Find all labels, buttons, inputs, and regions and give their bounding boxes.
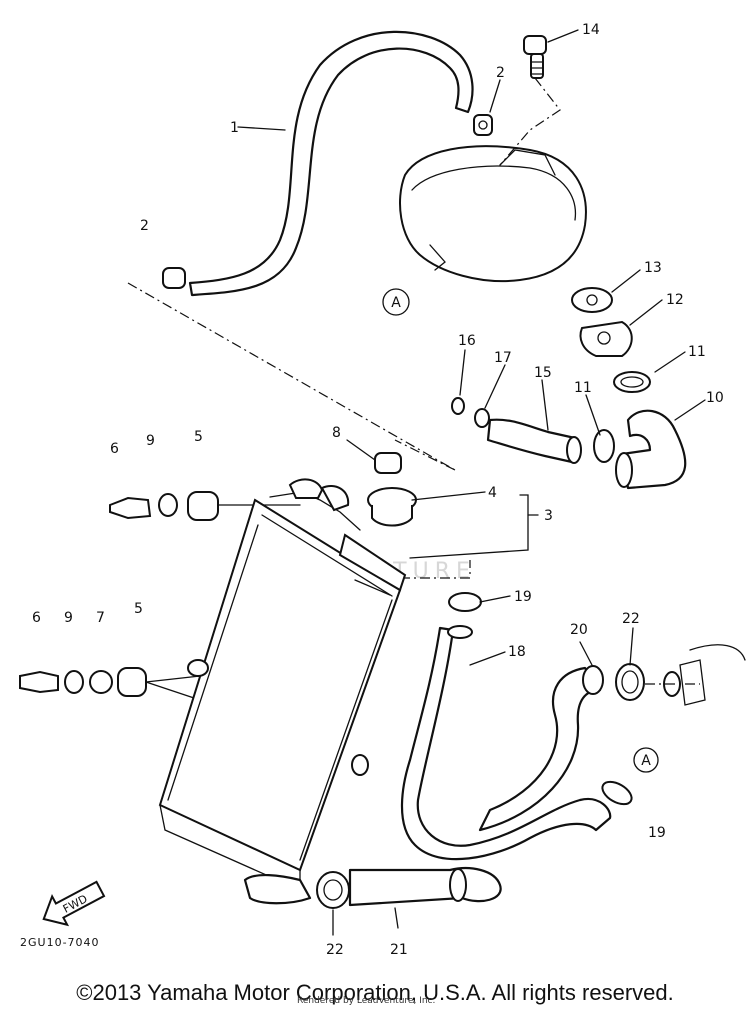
ref-marker-a-top: A	[382, 288, 410, 316]
callout-19-upper: 19	[514, 589, 532, 605]
radiator	[158, 478, 407, 892]
callout-22-upper: 22	[622, 611, 640, 627]
fwd-arrow: FWD	[42, 880, 106, 927]
callout-5-upper: 5	[194, 429, 203, 445]
callout-15: 15	[534, 365, 552, 381]
bolt-upper	[109, 496, 152, 520]
hose-clip-lower	[162, 267, 186, 289]
svg-text:A: A	[391, 295, 401, 311]
callout-11-mid: 11	[574, 380, 592, 396]
callout-21: 21	[390, 942, 408, 958]
callout-numbers: 1 2 2 14 13 12 11 11 10 16 17 15 8 4 3 6…	[32, 22, 724, 958]
overflow-hose	[188, 30, 474, 297]
water-pipe	[478, 665, 604, 832]
hose-clamp-19-upper	[448, 592, 482, 612]
callout-2-upper: 2	[496, 65, 505, 81]
grommet-upper	[187, 491, 219, 521]
svg-text:A: A	[641, 753, 651, 769]
joint-pipe	[486, 418, 582, 464]
copyright-notice: ©2013 Yamaha Motor Corporation, U.S.A. A…	[76, 980, 674, 1005]
callout-6-lower: 6	[32, 610, 41, 626]
spacer-lower	[89, 670, 113, 694]
ref-marker-a-right: A	[633, 747, 659, 773]
callout-7: 7	[96, 610, 105, 626]
callout-17: 17	[494, 350, 512, 366]
callout-8: 8	[332, 425, 341, 441]
callout-9-lower: 9	[64, 610, 73, 626]
bolt-lower	[19, 670, 59, 694]
callout-14: 14	[582, 22, 600, 38]
hose-clamp-22-lower	[316, 871, 350, 909]
engine-cover	[399, 77, 587, 283]
pump-inlet	[645, 644, 746, 706]
callout-5-lower: 5	[134, 601, 143, 617]
callout-2-left: 2	[140, 218, 149, 234]
radiator-cap	[367, 487, 417, 527]
callout-12: 12	[666, 292, 684, 308]
elbow-hose	[615, 409, 687, 490]
rendered-by-notice: Rendered by LeadVenture, Inc.	[297, 996, 436, 1006]
callout-13: 13	[644, 260, 662, 276]
callout-18: 18	[508, 644, 526, 660]
callout-1: 1	[230, 120, 239, 136]
bottom-hose	[243, 867, 502, 907]
drawing-code: 2GU10-7040	[20, 936, 100, 949]
gasket	[571, 287, 613, 313]
o-ring	[474, 408, 490, 428]
radiator-hose	[400, 625, 612, 861]
hose-clamp-19-lower	[601, 780, 633, 806]
grommet-lower	[117, 667, 147, 697]
callout-4: 4	[488, 485, 497, 501]
hose-clamp-upper	[613, 371, 651, 393]
callout-leaders	[237, 29, 706, 936]
o-ring-small	[451, 397, 465, 415]
callout-9-upper: 9	[146, 433, 155, 449]
hose-clamp-mid	[593, 429, 615, 463]
hose-clamp-22-upper	[615, 663, 645, 701]
hose-clip-radiator	[374, 452, 402, 474]
callout-16: 16	[458, 333, 476, 349]
collar-lower	[64, 670, 84, 694]
callout-20: 20	[570, 622, 588, 638]
bolt	[523, 35, 547, 79]
callout-6-upper: 6	[110, 441, 119, 457]
callout-10: 10	[706, 390, 724, 406]
callout-3: 3	[544, 508, 553, 524]
callout-11-upper: 11	[688, 344, 706, 360]
collar-upper	[158, 493, 178, 517]
callout-19-lower: 19	[648, 825, 666, 841]
outlet-plate	[579, 320, 633, 357]
callout-22-lower: 22	[326, 942, 344, 958]
hose-clip-upper	[473, 114, 493, 136]
